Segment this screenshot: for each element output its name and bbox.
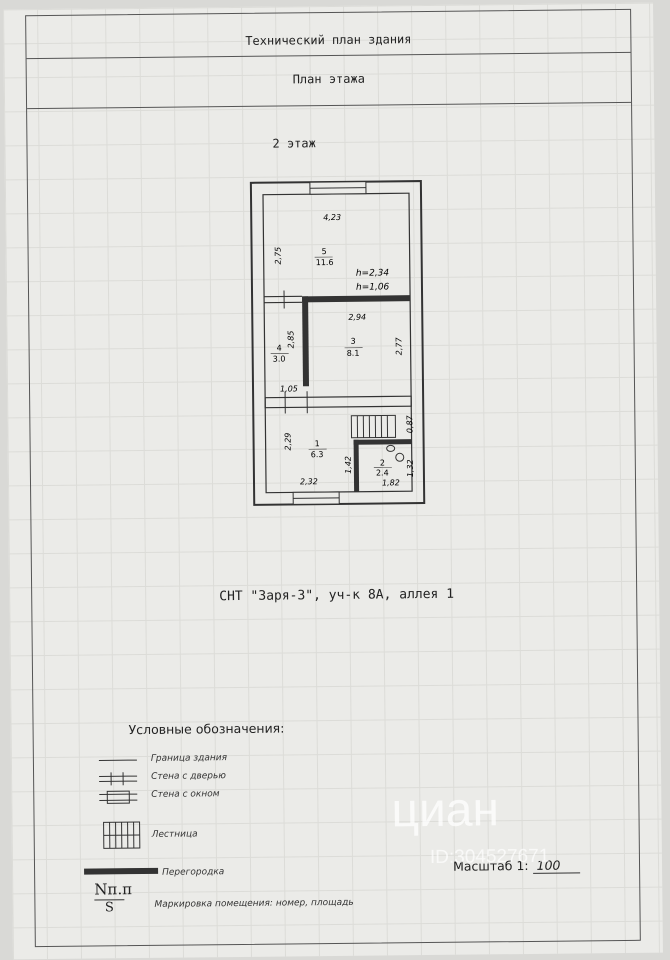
room1-num: 1 [315,439,320,448]
wall-mid [264,395,412,409]
dim-294: 2,94 [348,313,366,322]
legend-item-door-wall: Стена с дверью [151,771,226,782]
watermark-id: ID:304527671 [429,845,550,869]
room2-num: 2 [380,458,385,467]
legend-item-partition: Перегородка [162,867,225,878]
room1-area: 6.3 [311,450,324,459]
stair-symbol [350,414,397,439]
window-top [309,181,367,195]
watermark-brand: циан [391,783,500,838]
dim-132: 1,32 [406,459,415,477]
dim-105: 1,05 [280,384,298,393]
dim-423: 4,23 [323,213,341,222]
room-marker-symbol: Nп.п S [94,880,132,916]
room4-area: 3.0 [273,354,286,363]
room4-num: 4 [277,344,282,353]
floor-plan: 4,23 2,75 5 11.6 h=2,34 h=1,06 2,94 2,85… [84,180,426,875]
dim-277: 2,77 [394,337,403,356]
partition-top [302,295,411,303]
room3-area: 8.1 [347,349,360,358]
room2-area: 2.4 [376,468,389,477]
legend-item-boundary: Граница здания [150,753,228,764]
legend-item-window-wall: Стена с окном [151,789,220,800]
dim-087: 0,87 [405,414,414,433]
document-sheet: Технический план здания План этажа 2 эта… [3,2,663,960]
room3-num: 3 [350,337,355,346]
address-label: СНТ "Заря-3", уч-к 8А, аллея 1 [219,586,455,605]
room5-num: 5 [322,247,327,256]
marker-top: Nп.п [94,880,133,899]
dim-232: 2,32 [300,477,318,486]
legend-title: Условные обозначения: [128,720,285,738]
legend-item-marking: Маркировка помещения: номер, площадь [154,897,354,910]
height-106: h=1,06 [356,282,390,292]
dim-142: 1,42 [344,456,353,474]
partition-bath-h [353,439,412,445]
legend-item-stair: Лестница [151,829,198,840]
partition-bath-v [353,439,360,492]
legend-symbol-door [99,772,138,786]
dim-275: 2,75 [274,247,283,265]
partition-vertical [302,296,310,387]
dim-229: 2,29 [283,433,292,451]
legend-symbol-stair [103,821,141,849]
toilet-symbol [395,452,405,462]
marker-bottom: S [94,899,125,916]
legend-symbol-partition [84,867,159,875]
room5-area: 11.6 [316,258,334,267]
height-234: h=2,34 [356,268,390,278]
dim-285: 2,85 [286,331,295,349]
dim-182: 1,82 [382,478,400,487]
window-bottom [292,491,340,505]
legend-symbol-window [99,790,138,804]
